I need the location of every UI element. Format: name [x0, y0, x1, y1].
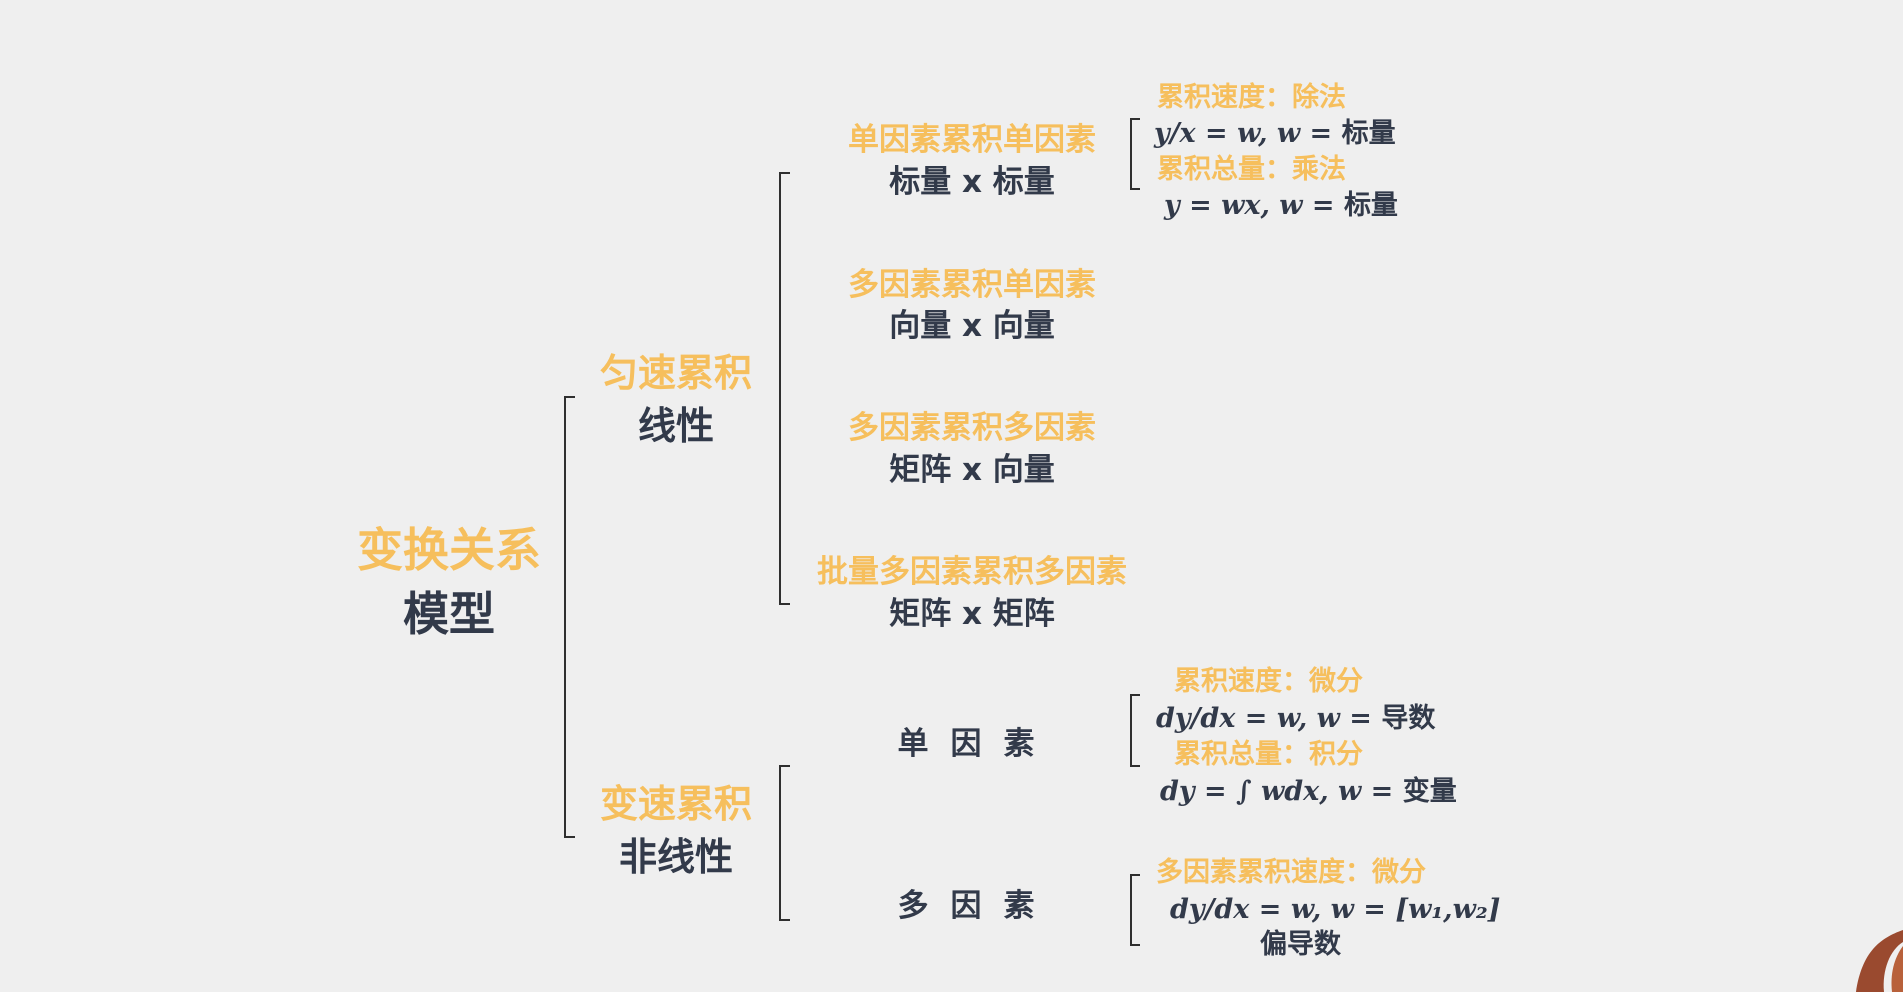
variable-single-speed-tail: 导数 [1381, 703, 1436, 734]
variable-single-total-tail: 变量 [1402, 776, 1457, 807]
variable-single-total-label: 累积总量：积分 [1174, 739, 1363, 770]
uniform-item-4-title: 批量多因素累积多因素 [817, 554, 1127, 590]
variable-single-label: 单因素 [897, 726, 1057, 762]
root-title: 变换关系 [357, 523, 541, 577]
variable-single-speed-label: 累积速度：微分 [1174, 666, 1363, 697]
leaf-decoration [1856, 930, 1903, 992]
variable-multi-speed-formula: dy/dx = w, w = [w₁,w₂] [1170, 894, 1501, 925]
variable-single-bracket [1130, 694, 1140, 767]
uniform-speed-tail: 标量 [1341, 118, 1396, 149]
variable-multi-tail: 偏导数 [1260, 929, 1341, 960]
uniform-total-equation: y = wx, w = [1164, 190, 1335, 221]
uniform-title: 匀速累积 [599, 351, 753, 395]
uniform-item-2-title: 多因素累积单因素 [848, 267, 1096, 303]
uniform-speed-label: 累积速度：除法 [1157, 82, 1346, 113]
uniform-total-tail: 标量 [1343, 190, 1398, 221]
variable-multi-label: 多因素 [897, 888, 1057, 924]
uniform-item-2-formula: 向量 x 向量 [889, 308, 1055, 344]
uniform-bracket [779, 172, 790, 605]
uniform-item-3-formula: 矩阵 x 向量 [889, 452, 1055, 488]
variable-bracket [779, 765, 790, 921]
uniform-total-formula: y = wx, w = 标量 [1164, 192, 1398, 219]
uniform-speed-formula: y/x = w, w = 标量 [1154, 120, 1396, 147]
uniform-total-label: 累积总量：乘法 [1157, 154, 1346, 185]
root-subtitle: 模型 [403, 587, 495, 641]
uniform-item-1-title: 单因素累积单因素 [848, 122, 1096, 158]
uniform-notes-bracket [1130, 118, 1140, 190]
uniform-item-4-formula: 矩阵 x 矩阵 [889, 596, 1055, 632]
variable-single-total-formula: dy = ∫ wdx, w = 变量 [1160, 778, 1457, 805]
root-bracket [564, 396, 575, 838]
variable-multi-bracket [1130, 874, 1140, 946]
uniform-subtitle: 线性 [637, 404, 715, 448]
variable-single-total-equation: dy = ∫ wdx, w = [1160, 776, 1394, 807]
uniform-item-3-title: 多因素累积多因素 [848, 410, 1096, 446]
variable-subtitle: 非线性 [618, 835, 734, 879]
uniform-item-1-formula: 标量 x 标量 [889, 164, 1055, 200]
variable-single-speed-formula: dy/dx = w, w = 导数 [1156, 705, 1435, 732]
variable-multi-speed-label: 多因素累积速度：微分 [1156, 857, 1426, 888]
variable-title: 变速累积 [599, 782, 753, 826]
variable-single-speed-equation: dy/dx = w, w = [1156, 703, 1372, 734]
uniform-speed-equation: y/x = w, w = [1154, 118, 1333, 149]
